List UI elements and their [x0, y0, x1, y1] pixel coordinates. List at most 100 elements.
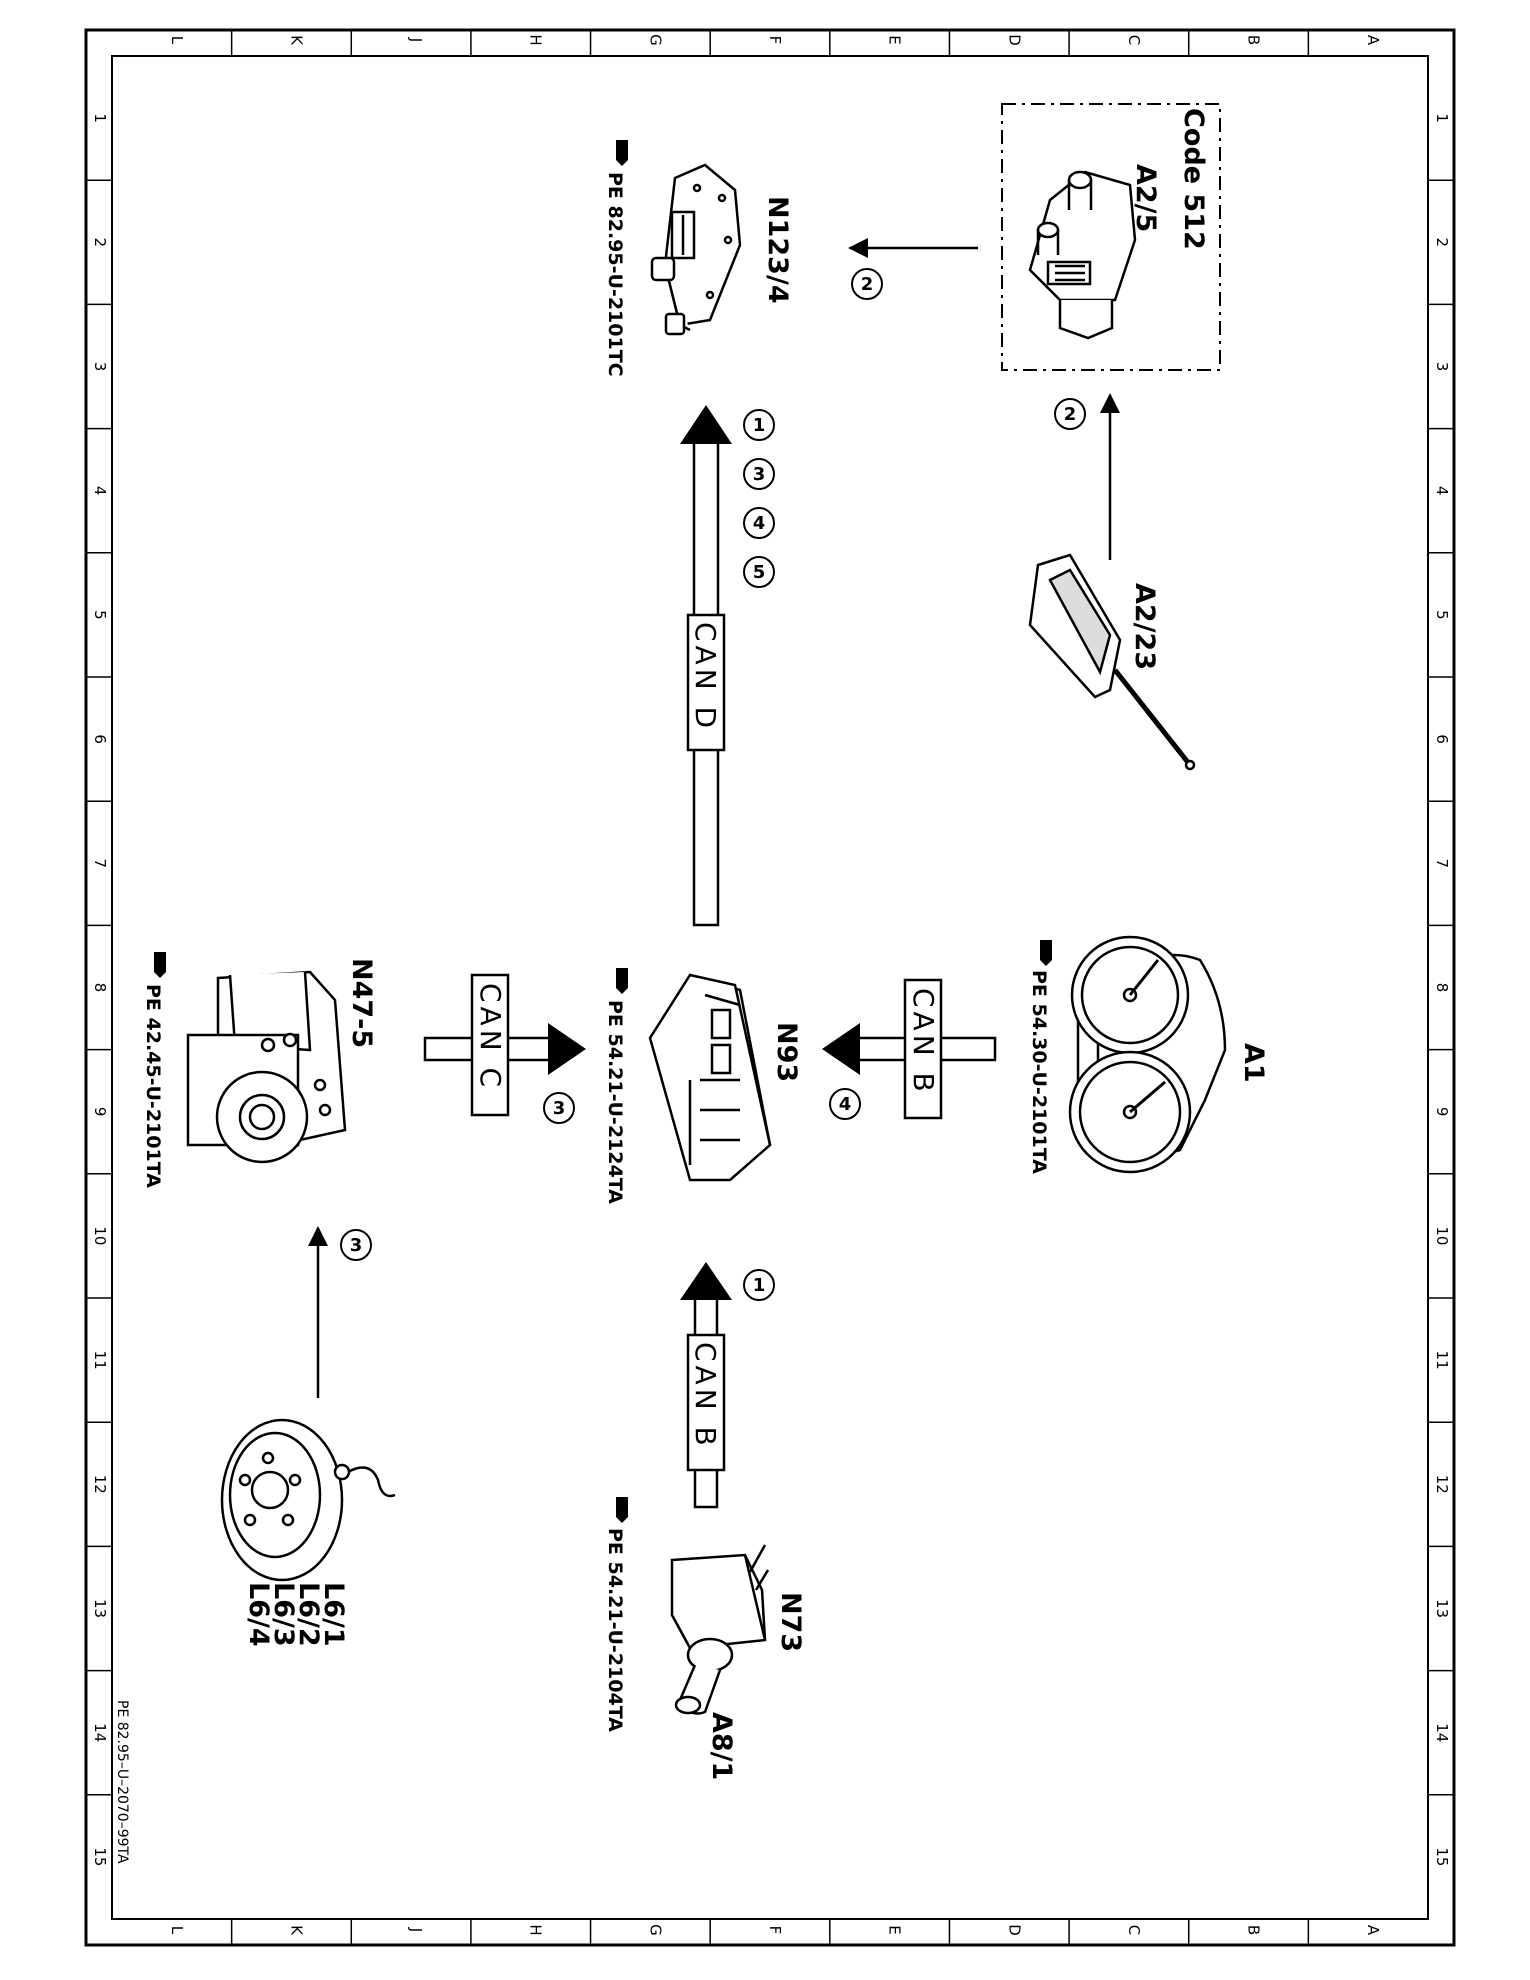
can-b-top-label: CAN B: [907, 988, 940, 1096]
n123-4-label: N123/4: [762, 196, 793, 304]
grid-number-left: 7: [91, 859, 109, 869]
outer-frame: [84, 28, 1456, 1947]
grid-number-right: 8: [1433, 983, 1451, 993]
can-d-signal-badges: 1 3 4 5: [743, 409, 775, 588]
n73-component[interactable]: N73 A8/1 PE 54.21-U-2104TA: [604, 1497, 806, 1780]
inner-frame: [111, 55, 1429, 1920]
a1-label: A1: [1238, 1043, 1269, 1083]
grid-letter-top: A: [1364, 35, 1382, 46]
reference-hand-icon: [616, 968, 628, 994]
instrument-cluster-icon: [1068, 935, 1227, 1174]
grid-letter-bottom: A: [1364, 1925, 1382, 1936]
n47-5-component[interactable]: N47-5 PE 42.45-U-2101TA: [142, 952, 377, 1188]
can-c-bus: CAN C: [423, 973, 586, 1117]
svg-text:2: 2: [1064, 404, 1077, 425]
can-d-bus: CAN D: [680, 405, 732, 927]
signal-badge-l6-n47: 3: [340, 1229, 372, 1261]
n73-label: N73: [775, 1592, 806, 1652]
a2-23-component[interactable]: A2/23: [1028, 553, 1196, 771]
svg-text:3: 3: [553, 1098, 566, 1119]
grid-letter-top: E: [886, 35, 904, 44]
can-b-bottom-label: CAN B: [689, 1342, 722, 1450]
can-b-bottom-bus: CAN B: [680, 1262, 732, 1509]
grid-number-right: 10: [1433, 1226, 1451, 1245]
reference-hand-icon: [616, 1497, 628, 1523]
signal-badge-can-b-n73: 1: [743, 1269, 775, 1301]
svg-text:4: 4: [753, 513, 766, 534]
grid-number-left: 9: [91, 1107, 109, 1117]
grid-letter-top: F: [766, 36, 784, 45]
grid-letter-top: J: [407, 37, 425, 42]
grid-number-right: 7: [1433, 859, 1451, 869]
reference-hand-icon: [1040, 940, 1052, 966]
can-c-label: CAN C: [474, 983, 507, 1091]
signal-badge-can-c: 3: [543, 1092, 575, 1124]
n93-label: N93: [771, 1022, 802, 1082]
l6-2-label: L6/2: [293, 1582, 324, 1647]
grid-number-left: 13: [91, 1599, 109, 1618]
svg-text:2: 2: [861, 274, 874, 295]
grid-letter-top: L: [168, 36, 186, 45]
svg-text:1: 1: [753, 415, 766, 436]
grid-number-right: 5: [1433, 610, 1451, 620]
grid-number-left: 10: [91, 1226, 109, 1245]
n47-5-label: N47-5: [346, 958, 377, 1048]
gateway-module-icon: [648, 973, 772, 1182]
a2-5-component[interactable]: A2/5 Code 512: [1001, 103, 1221, 371]
a1-component[interactable]: A1 PE 54.30-U-2101TA: [1028, 935, 1269, 1174]
l6-component[interactable]: L6/1 L6/2 L6/3 L6/4: [220, 1418, 396, 1647]
l6-3-label: L6/3: [268, 1582, 299, 1647]
grid-number-right: 6: [1433, 734, 1451, 744]
n123-4-reference: PE 82.95-U-2101TC: [604, 172, 626, 377]
n123-4-component[interactable]: N123/4 PE 82.95-U-2101TC: [604, 140, 793, 377]
grid-letter-top: C: [1125, 35, 1143, 45]
grid-letter-top: D: [1005, 34, 1023, 46]
grid-number-left: 11: [91, 1351, 109, 1370]
grid-number-right: 3: [1433, 362, 1451, 372]
document-number: PE 82.95–U–2070–99TA: [114, 1700, 130, 1864]
svg-text:3: 3: [350, 1235, 363, 1256]
grid-letter-bottom: H: [527, 1924, 545, 1935]
grid-number-left: 14: [91, 1723, 109, 1742]
l6-1-label: L6/1: [318, 1582, 349, 1647]
grid-letter-top: B: [1245, 35, 1263, 45]
svg-text:1: 1: [753, 1275, 766, 1296]
n73-reference: PE 54.21-U-2104TA: [604, 1528, 626, 1732]
n93-reference: PE 54.21-U-2124TA: [604, 1000, 626, 1204]
hydraulic-unit-icon: [186, 970, 347, 1164]
grid-number-right: 9: [1433, 1107, 1451, 1117]
grid-number-right: 1: [1433, 113, 1451, 123]
grid-number-left: 15: [91, 1847, 109, 1866]
code-512-label: Code 512: [1178, 108, 1209, 250]
radio-icon: [1028, 170, 1137, 340]
grid-number-left: 5: [91, 610, 109, 620]
grid-letter-bottom: K: [287, 1925, 305, 1936]
wheel-speed-sensor-icon: [220, 1418, 396, 1582]
grid-letter-bottom: E: [886, 1925, 904, 1934]
grid-number-right: 4: [1433, 486, 1451, 496]
can-d-label: CAN D: [689, 622, 722, 732]
n93-component[interactable]: N93 PE 54.21-U-2124TA: [604, 968, 802, 1204]
antenna-icon: [1028, 553, 1196, 771]
n47-5-reference: PE 42.45-U-2101TA: [142, 984, 164, 1188]
grid-number-left: 3: [91, 362, 109, 372]
grid-letter-bottom: L: [168, 1926, 186, 1935]
grid-ticks: [86, 30, 1454, 1945]
signal-badge-can-b-a1: 4: [829, 1088, 861, 1120]
svg-text:4: 4: [839, 1094, 852, 1115]
a1-reference: PE 54.30-U-2101TA: [1028, 970, 1050, 1174]
ignition-switch-icon: [670, 1544, 770, 1715]
grid-number-right: 15: [1433, 1847, 1451, 1866]
grid-letter-bottom: C: [1125, 1925, 1143, 1935]
grid-number-left: 4: [91, 486, 109, 496]
grid-letter-top: K: [287, 35, 305, 46]
grid-number-left: 2: [91, 238, 109, 248]
can-b-top-bus: CAN B: [822, 978, 997, 1120]
grid-number-right: 2: [1433, 238, 1451, 248]
l6-4-label: L6/4: [243, 1582, 274, 1647]
grid-letter-bottom: G: [646, 1924, 664, 1936]
svg-text:5: 5: [753, 562, 766, 583]
grid-number-left: 1: [91, 113, 109, 123]
grid-letter-top: G: [646, 34, 664, 46]
